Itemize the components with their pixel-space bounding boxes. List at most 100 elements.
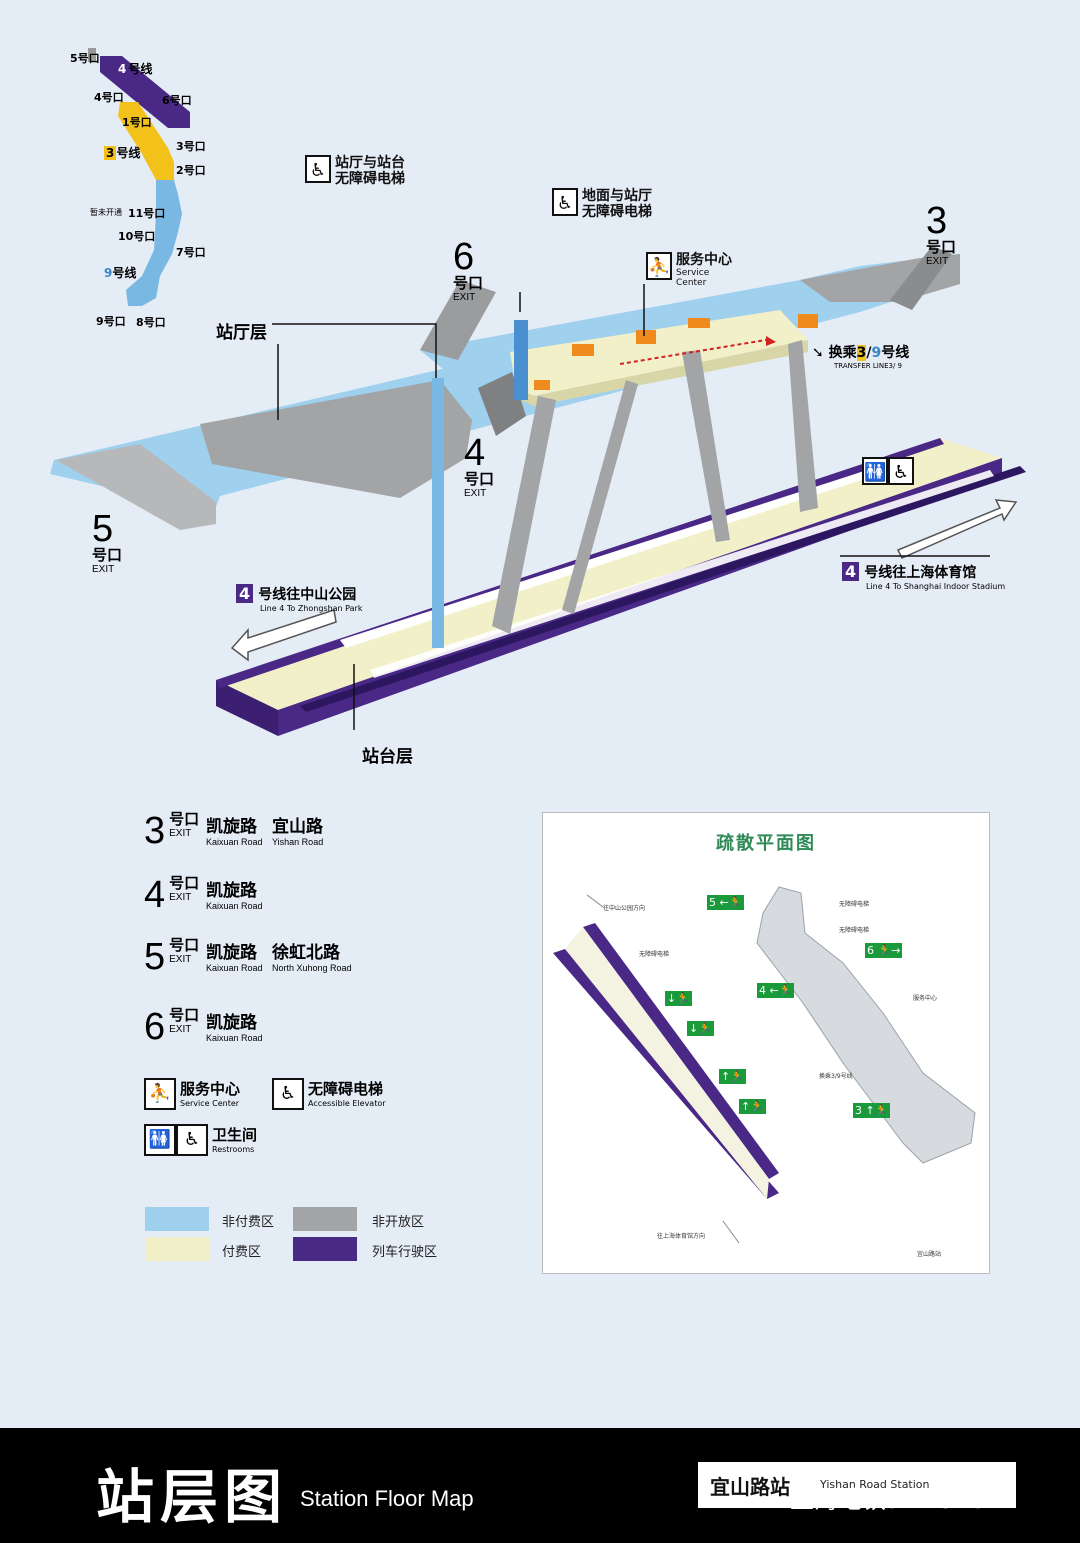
wheelchair-elevator-icon: ♿ (305, 155, 331, 183)
mini-line-3-num: 3 (104, 146, 117, 160)
mini-exit-11: 11号口 (128, 207, 166, 220)
legend-exit-4-en: EXIT (169, 892, 192, 903)
service-center-cn: 服务中心 (676, 252, 732, 268)
service-center-callout: ⛹ 服务中心 Service Center (646, 252, 732, 289)
mini-exit-2: 2号口 (176, 164, 206, 177)
zone-swatch-track (293, 1237, 357, 1261)
escalator-1 (492, 396, 556, 634)
hall-level-label: 站厅层 (216, 323, 267, 343)
evacuation-plan-panel: 疏散平面图 往中山公园方向 往上海体育馆方向 无障碍电梯 无障碍电梯 无障碍电梯… (542, 812, 990, 1274)
platform-level-label: 站台层 (362, 747, 413, 767)
transfer-cn-prefix: 换乘 (828, 345, 857, 361)
mini-line-9-label: 9号线 (104, 264, 136, 281)
wheelchair-elevator-icon-2: ♿ (552, 188, 578, 216)
mini-exit-1: 1号口 (122, 116, 152, 129)
evac-to-zhongshan: 往中山公园方向 (603, 905, 646, 912)
transfer-label: ➘ 换乘3/9号线 TRANSFER LINE3/ 9 (812, 342, 909, 370)
evac-elevator-1: 无障碍电梯 (639, 951, 670, 958)
restroom-icon: 🚻 (862, 457, 888, 485)
legend-exit-4-num: 4 (144, 874, 166, 916)
zone-label-unpaid: 非付费区 (222, 1215, 275, 1230)
restroom-icon-legend: 🚻 (144, 1124, 176, 1156)
mini-exit-10: 10号口 (118, 230, 156, 243)
elevator-shaft-platform (432, 378, 444, 648)
mini-line-9-num: 9 (104, 266, 113, 280)
transfer-path (619, 339, 767, 365)
mini-exit-3: 3号口 (176, 140, 206, 153)
evac-map (553, 886, 976, 1244)
station-3d-illustration (50, 246, 1026, 736)
service-desk-icon: ⛹ (646, 252, 672, 280)
wheelchair-elevator-icon-legend: ♿ (272, 1078, 304, 1110)
station-name-en: Yishan Road Station (820, 1478, 930, 1491)
mini-exit-8: 8号口 (136, 316, 166, 329)
legend-service-en: Service Center (180, 1099, 240, 1108)
exit-3-en: EXIT (926, 256, 949, 267)
evac-arrow-3: ↑🏃 (719, 1069, 746, 1084)
legend-exit-5-num: 5 (144, 936, 166, 978)
footer-bar: 站层图 Station Floor Map 宜山路站 Yishan Road S… (0, 1428, 1080, 1543)
evac-station-name: 宜山路站 (917, 1251, 942, 1258)
legend-elevator-cn: 无障碍电梯 (308, 1080, 384, 1098)
direction-east-cn: 号线往上海体育馆 (864, 565, 977, 581)
legend-exit-3-text: 号口 (169, 811, 200, 828)
hall-platform-elevator-callout: ♿ 站厅与站台 无障碍电梯 (305, 155, 405, 187)
station-name-cn: 宜山路站 (710, 1475, 790, 1499)
zone-label-track: 列车行驶区 (372, 1245, 438, 1260)
transfer-sep: / (866, 345, 872, 361)
exit-4-text: 号口 (464, 471, 495, 488)
evac-exit-5: 5 ←🏃 (707, 895, 745, 910)
direction-east-line: 4 (842, 562, 860, 581)
exit-6-text: 号口 (453, 275, 484, 292)
exit-5-en: EXIT (92, 564, 115, 575)
station-name-box: 宜山路站 Yishan Road Station (698, 1462, 1016, 1508)
mini-line-9-text: 号线 (112, 266, 137, 280)
evac-elevator-2: 无障碍电梯 (839, 901, 870, 908)
concourse-paid (510, 310, 808, 396)
legend-exit-3-en: EXIT (169, 828, 192, 839)
mini-line-4-text: 号线 (128, 62, 153, 76)
evac-exit-4: 4 ←🏃 (757, 983, 795, 998)
legend-service-cn: 服务中心 (180, 1080, 241, 1098)
exit-4-en: EXIT (464, 488, 487, 499)
evac-elevator-3: 无障碍电梯 (839, 927, 870, 934)
ground-hall-elevator-label: 地面与站厅 无障碍电梯 (582, 188, 652, 221)
evac-arrow-4: ↑🏃 (739, 1099, 766, 1114)
elevator-shaft-ground (514, 320, 528, 400)
mini-not-open: 暂未开通 (90, 208, 122, 217)
legend-exit-4-text: 号口 (169, 875, 200, 892)
zone-swatch-closed (293, 1207, 357, 1231)
evac-service: 服务中心 (913, 995, 938, 1002)
mini-exit-7: 7号口 (176, 246, 206, 259)
evac-to-stadium: 往上海体育馆方向 (657, 1233, 706, 1240)
legend-elevator-en: Accessible Elevator (308, 1099, 386, 1108)
direction-west-line: 4 (236, 584, 254, 603)
mini-exit-9: 9号口 (96, 315, 126, 328)
hall-platform-elevator-label: 站厅与站台 无障碍电梯 (335, 155, 405, 188)
transfer-cn-suffix: 号线 (881, 345, 910, 361)
footer-title-cn: 站层图 (96, 1463, 289, 1531)
evac-arrow-2: ↓🏃 (687, 1021, 714, 1036)
transfer-arrow-icon: ➘ (812, 345, 824, 361)
direction-west-cn: 号线往中山公园 (258, 587, 357, 603)
direction-east-en: Line 4 To Shanghai Indoor Stadium (866, 582, 1006, 591)
footer-title-en: Station Floor Map (300, 1486, 474, 1511)
exit-5-text: 号口 (92, 547, 123, 564)
mini-exit-5: 5号口 (70, 52, 100, 65)
